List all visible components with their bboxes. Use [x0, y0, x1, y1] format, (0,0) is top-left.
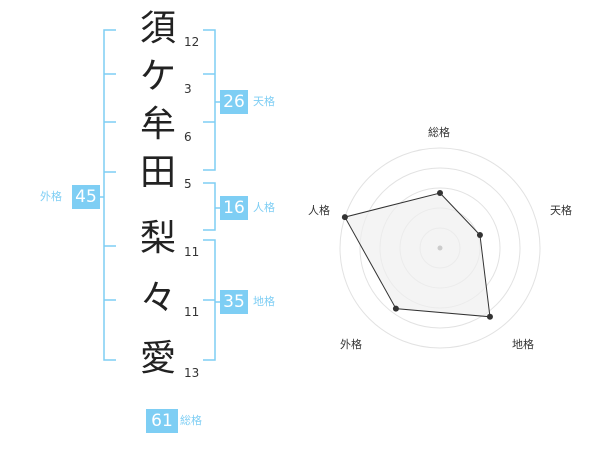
- jinkaku-label: 人格: [253, 201, 275, 214]
- tenkaku-label: 天格: [253, 95, 275, 108]
- radar-polygon: [344, 192, 491, 318]
- stroke-count-5: 11: [184, 245, 200, 259]
- name-char-7: 愛: [139, 338, 176, 379]
- soukaku-value-badge: 61: [146, 409, 178, 433]
- name-char-1: 須: [139, 8, 176, 49]
- chikaku-value-badge: 35: [220, 290, 248, 314]
- name-char-4: 田: [139, 152, 176, 193]
- radar-label-soukaku: 総格: [428, 126, 450, 139]
- radar-point-1: [437, 190, 443, 196]
- radar-point-4: [392, 305, 399, 312]
- name-char-5: 梨: [139, 218, 176, 259]
- stroke-count-4: 5: [184, 177, 192, 191]
- tenkaku-value-badge: 26: [220, 90, 248, 114]
- soukaku-label: 総格: [180, 414, 202, 427]
- radar-label-chikaku: 地格: [512, 338, 534, 351]
- name-char-2: ケ: [139, 56, 176, 97]
- radar-point-3: [486, 313, 493, 320]
- gaikaku-value-badge: 45: [72, 185, 100, 209]
- radar-ring: [339, 147, 541, 349]
- radar-label-jinkaku: 人格: [308, 204, 330, 217]
- stroke-count-2: 3: [184, 82, 192, 96]
- jinkaku-value-badge: 16: [220, 196, 248, 220]
- name-char-3: 牟: [139, 104, 176, 145]
- stroke-count-1: 12: [184, 35, 200, 49]
- radar-label-tenkaku: 天格: [550, 204, 572, 217]
- radar-point-5: [341, 214, 348, 221]
- radar-center: [437, 245, 443, 251]
- radar-ring: [359, 167, 521, 329]
- radar-label-gaikaku: 外格: [340, 338, 362, 351]
- stroke-count-7: 13: [184, 366, 200, 380]
- stroke-count-6: 11: [184, 305, 200, 319]
- name-char-6: 々: [139, 278, 176, 319]
- chikaku-label: 地格: [253, 295, 275, 308]
- radar-point-2: [476, 232, 483, 239]
- gaikaku-label: 外格: [40, 190, 62, 203]
- stroke-count-3: 6: [184, 130, 192, 144]
